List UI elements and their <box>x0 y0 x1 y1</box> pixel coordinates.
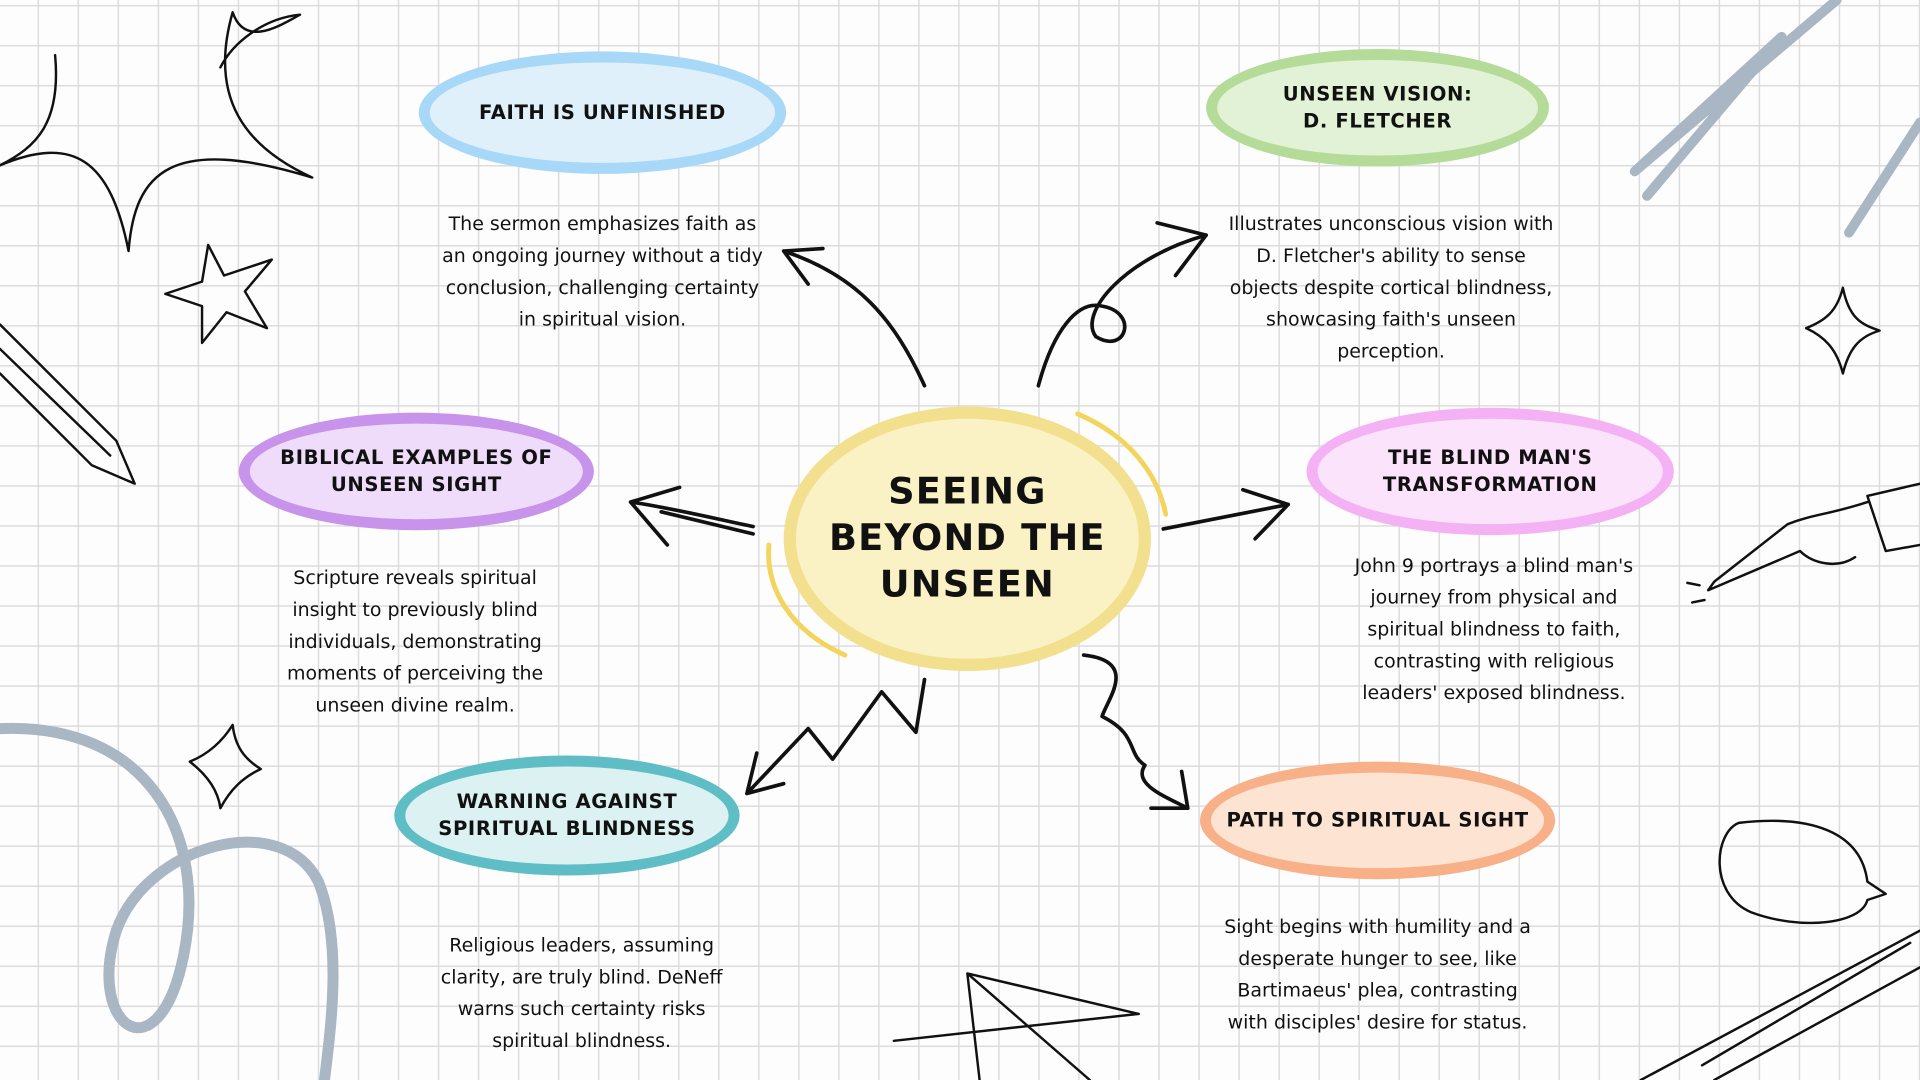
node-warning-text: Religious leaders, assuming clarity, are… <box>440 934 723 1052</box>
node-biblical-text: Scripture reveals spiritual insight to p… <box>286 566 544 717</box>
node-faith-title[interactable]: Faith is unfinished <box>418 51 787 174</box>
pencil-doodle <box>0 323 136 485</box>
node-blindman-title[interactable]: The Blind Man's Transformation <box>1306 407 1674 536</box>
arrow-to-path <box>1081 653 1190 811</box>
node-warning-title[interactable]: Warning against spiritual blindness <box>394 755 740 876</box>
diamond-star-doodle <box>188 723 263 810</box>
arrow-to-warning <box>745 677 927 796</box>
node-faith-text: The sermon emphasizes faith as an ongoin… <box>442 213 763 331</box>
arrow-to-biblical <box>628 485 755 547</box>
connector-arrows <box>628 221 1291 811</box>
arrow-to-vision <box>1036 221 1208 388</box>
central-topic[interactable]: Seeing Beyond the Unseen <box>783 406 1152 672</box>
arrow-to-faith <box>781 246 927 388</box>
star-outline-doodle <box>892 972 1141 1080</box>
node-path-text: Sight begins with humility and a despera… <box>1224 915 1531 1034</box>
node-vision-text: Illustrates unconscious vision with D. F… <box>1228 213 1554 363</box>
sparkle-doodle <box>0 11 314 253</box>
speech-bubble-doodle <box>1718 819 1887 925</box>
loop-doodle <box>0 723 339 1080</box>
arrow-to-blindman <box>1161 487 1291 541</box>
scribble-doodle <box>1629 0 1920 238</box>
node-vision-title[interactable]: Unseen Vision: D. Fletcher <box>1206 48 1549 167</box>
node-blindman-text: John 9 portrays a blind man's journey fr… <box>1354 554 1634 705</box>
scribble-lines-doodle <box>1639 929 1920 1080</box>
star-doodle <box>164 243 274 345</box>
diamond-star-doodle <box>1804 286 1881 375</box>
pointing-hand-doodle <box>1686 482 1920 604</box>
node-path-title[interactable]: Path to spiritual sight <box>1200 761 1556 880</box>
center-accent-stroke <box>766 411 1169 658</box>
node-biblical-title[interactable]: Biblical examples of unseen sight <box>238 412 594 531</box>
central-topic-title: Seeing Beyond the Unseen <box>828 470 1106 607</box>
